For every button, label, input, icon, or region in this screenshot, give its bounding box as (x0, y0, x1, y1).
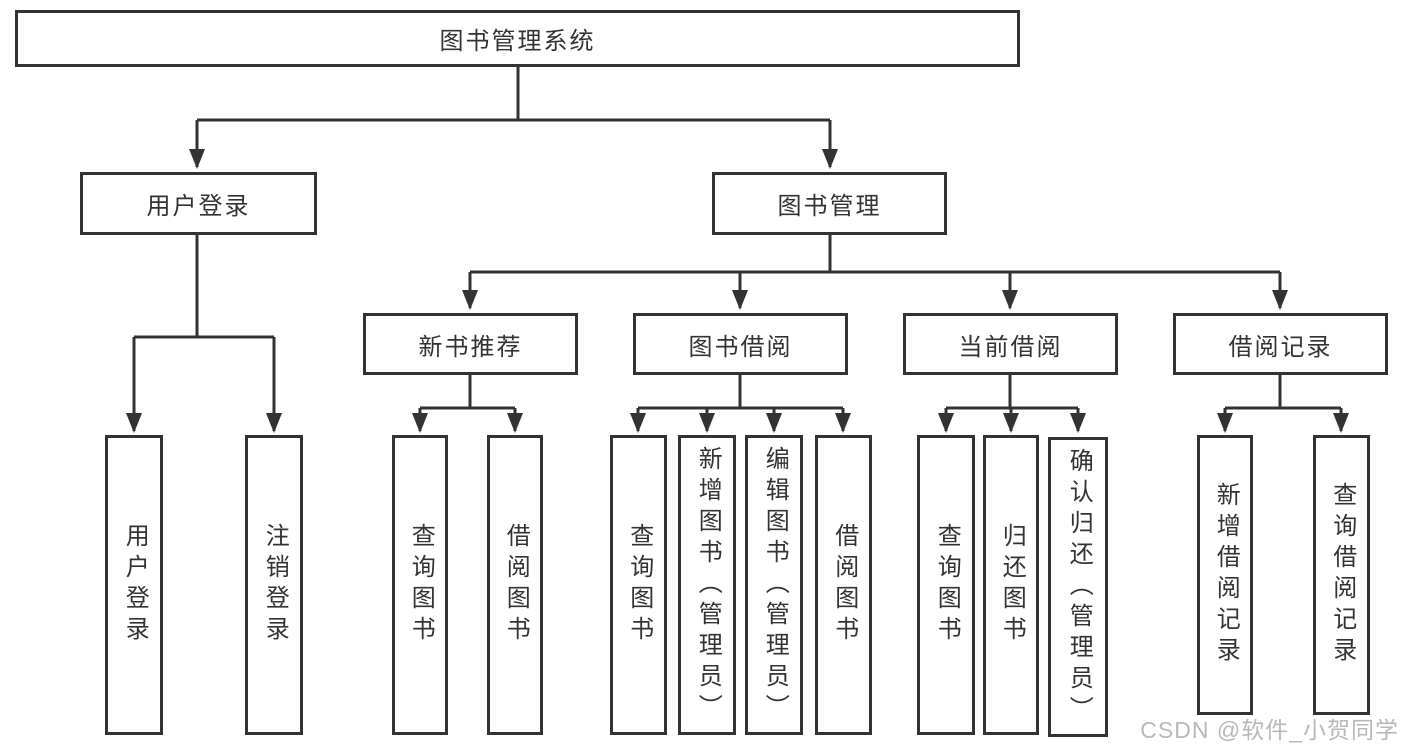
node-borrowing-records-label: 借阅记录 (1228, 333, 1333, 361)
node-user-login-leaf: 用户登录 (105, 435, 163, 735)
node-borrow-books-recommend: 借阅图书 (487, 435, 543, 735)
node-edit-books-admin: 编辑图书（管理员） (745, 435, 803, 735)
csdn-watermark: CSDN @软件_小贺同学 (1140, 717, 1399, 743)
node-return-books: 归还图书 (983, 435, 1039, 735)
node-query-books-borrowing: 查询图书 (610, 435, 667, 735)
node-query-books-recommend: 查询图书 (392, 435, 448, 735)
node-new-book-recommendation: 新书推荐 (363, 313, 578, 375)
node-query-borrow-record: 查询借阅记录 (1313, 435, 1370, 715)
node-confirm-return-admin: 确认归还（管理员） (1048, 437, 1108, 737)
node-query-books-current: 查询图书 (917, 435, 975, 735)
node-book-borrowing: 图书借阅 (633, 313, 848, 375)
node-book-borrowing-label: 图书借阅 (688, 333, 793, 361)
node-add-borrow-record: 新增借阅记录 (1197, 435, 1253, 715)
node-borrow-books-borrowing: 借阅图书 (815, 435, 872, 735)
node-library-system-label: 图书管理系统 (439, 28, 596, 55)
node-library-system: 图书管理系统 (15, 10, 1020, 67)
node-current-borrowing-label: 当前借阅 (958, 333, 1063, 361)
node-user-login-label: 用户登录 (146, 193, 251, 220)
node-current-borrowing: 当前借阅 (903, 313, 1118, 375)
node-new-book-recommendation-label: 新书推荐 (418, 333, 523, 361)
node-book-management: 图书管理 (712, 172, 947, 235)
node-borrowing-records: 借阅记录 (1173, 313, 1388, 375)
node-logout: 注销登录 (245, 435, 303, 735)
node-book-management-label: 图书管理 (777, 193, 882, 220)
node-add-books-admin: 新增图书（管理员） (678, 435, 736, 735)
node-user-login: 用户登录 (80, 172, 317, 235)
